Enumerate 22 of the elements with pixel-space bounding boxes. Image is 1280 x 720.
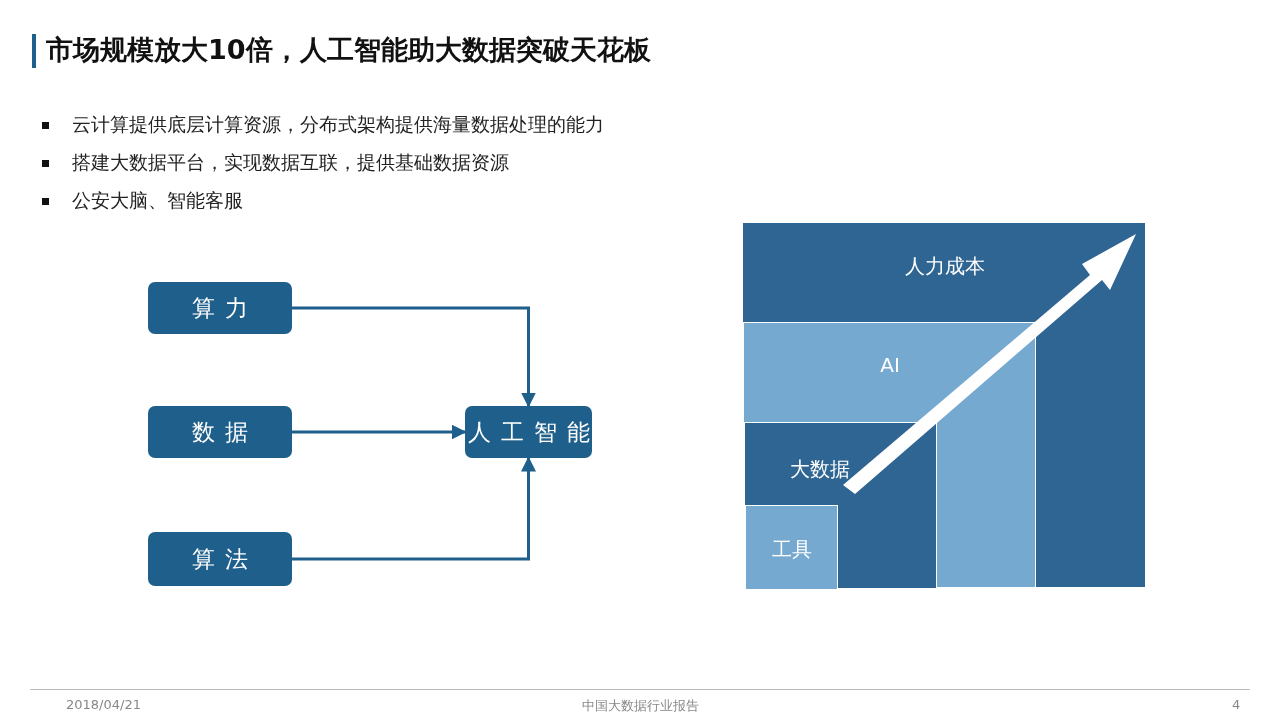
arrow [292,456,536,561]
title: 市场规模放大10倍，人工智能助大数据突破天花板 [46,33,651,67]
arrow [292,424,467,440]
process-box: 人工智能 [465,406,592,458]
square-label: 人力成本 [905,253,985,280]
square-label: AI [880,353,900,377]
footer-text: 中国大数据行业报告 [581,697,699,715]
nested-square [745,505,838,590]
date-text: 2018/04/21 [66,697,141,712]
page-number: 4 [1232,697,1241,712]
bullet-text: 云计算提供底层计算资源，分布式架构提供海量数据处理的能力 [72,112,604,137]
process-box: 算法 [148,532,292,586]
square-label: 工具 [772,536,812,563]
bullet-text: 搭建大数据平台，实现数据互联，提供基础数据资源 [72,150,509,175]
process-box: 数据 [148,406,292,458]
arrow [292,306,536,408]
square-label: 大数据 [790,456,850,483]
nested-square [743,322,1036,588]
bullet-text: 公安大脑、智能客服 [72,188,243,213]
nested-square [742,222,1146,588]
process-box: 算力 [148,282,292,334]
nested-square [744,422,937,589]
